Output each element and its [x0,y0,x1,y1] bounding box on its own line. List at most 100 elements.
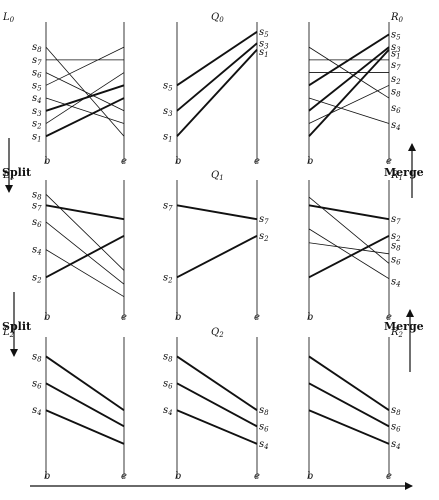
segment-label-right: s1 [259,47,269,59]
panel-title-L0: L0 [2,12,15,24]
axis-b-label: b [307,156,313,167]
segment-label-right: s7 [259,214,269,226]
segment-label-right: s5 [391,29,401,41]
segment-line [176,382,258,428]
segment-label-left: s6 [32,68,42,80]
panel-title-Q0: Q0 [211,12,224,24]
segment-line [45,234,125,279]
segment-line [176,42,258,112]
axis-e-label: e [386,156,392,167]
segment-label-right: s7 [391,214,401,226]
segment-line [45,97,125,138]
segment-label-right: s8 [259,405,269,417]
split-label-bottom: Split [2,320,32,333]
segment-line [308,33,390,87]
segment-label-left: s2 [163,272,173,284]
segment-label-left: s4 [32,93,42,105]
segment-line [176,31,258,87]
segment-label-left: s7 [32,55,42,67]
segment-line [308,382,390,428]
segment-line [45,249,125,298]
segment-label-right: s4 [391,276,401,288]
segment-label-left: s4 [32,245,42,257]
segment-label-right: s6 [391,254,401,266]
segment-label-left: s8 [32,42,42,54]
segment-label-right: s6 [391,103,401,115]
segment-line [308,355,390,412]
segment-line [45,72,125,124]
segment-label-right: s8 [391,241,401,253]
axis-b-label: b [44,471,50,482]
segment-label-right: s1 [391,48,401,60]
segment-label-left: s7 [163,200,173,212]
segment-line [308,97,390,124]
segment-line [308,46,390,112]
segment-line [45,355,125,412]
segment-label-left: s4 [32,405,42,417]
segment-label-left: s8 [163,351,173,363]
segment-label-right: s4 [391,439,401,451]
axis-b-label: b [175,471,181,482]
axis-e-label: e [254,312,260,323]
segment-label-right: s4 [391,120,401,132]
merge-label-bottom: Merge [384,320,424,333]
segment-line [45,382,125,428]
segment-label-left: s2 [32,119,42,131]
segment-line [176,49,258,137]
segment-label-right: s2 [259,231,269,243]
segment-label-left: s1 [163,131,173,143]
segment-line [308,204,390,221]
segment-label-right: s3 [391,42,401,54]
segment-label-right: s6 [259,421,269,433]
segment-line [176,409,258,445]
axis-e-label: e [386,312,392,323]
merge-label-top: Merge [384,166,424,179]
segment-line [308,228,390,280]
segment-label-left: s5 [32,80,42,92]
segment-label-right: s2 [391,231,401,243]
segment-label-left: s6 [32,378,42,390]
segment-label-right: s6 [391,421,401,433]
segment-line [176,355,258,412]
segment-label-left: s3 [32,106,42,118]
segment-line [45,97,125,124]
axis-b-label: b [307,471,313,482]
panel-title-Q2: Q2 [211,327,224,339]
axis-e-label: e [254,471,260,482]
axis-b-label: b [175,156,181,167]
segment-line [45,409,125,445]
segment-line [45,72,125,112]
axis-e-label: e [121,156,127,167]
segment-line [308,409,390,445]
segment-label-left: s5 [163,80,173,92]
segment-line [45,46,125,86]
axis-b-label: b [44,156,50,167]
segment-label-left: s1 [32,131,42,143]
segment-label-left: s7 [32,200,42,212]
axis-b-label: b [307,312,313,323]
segment-label-left: s8 [32,189,42,201]
segment-label-right: s5 [259,27,269,39]
segment-line [308,242,390,255]
segment-line [45,204,125,221]
segment-line [176,234,258,279]
segment-line [308,49,390,137]
segment-label-left: s3 [163,106,173,118]
axis-b-label: b [175,312,181,323]
segment-line [308,234,390,279]
segment-line [176,204,258,221]
axis-e-label: e [386,471,392,482]
segment-label-left: s6 [163,378,173,390]
segment-line [45,194,125,271]
segment-label-right: s7 [391,60,401,72]
